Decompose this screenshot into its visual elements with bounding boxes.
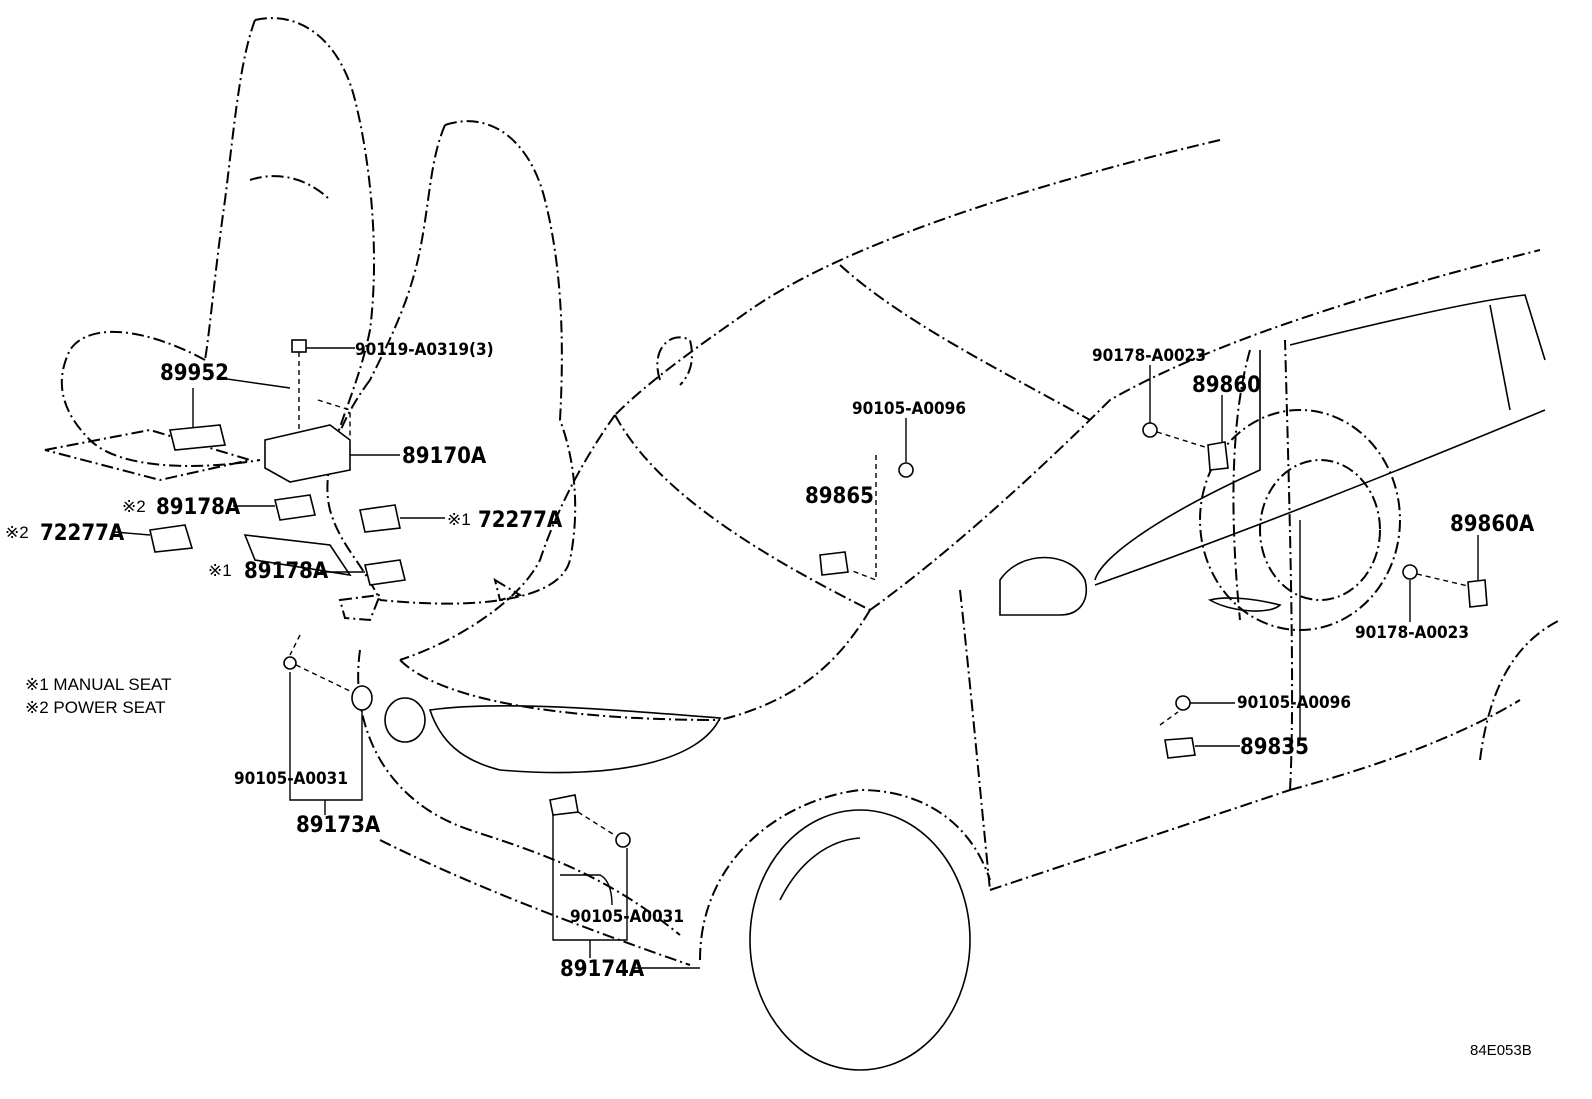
airbag-sensor-module bbox=[264, 424, 351, 483]
bolt-90178-right bbox=[1402, 564, 1418, 580]
label-90178-a0023-top: 90178-A0023 bbox=[1092, 346, 1206, 366]
seat-legend: ※1 MANUAL SEAT ※2 POWER SEAT bbox=[25, 675, 172, 717]
part-89835 bbox=[1164, 737, 1196, 759]
label-90105-a0096-top: 90105-A0096 bbox=[852, 399, 966, 419]
seat-outline-front bbox=[326, 120, 577, 622]
part-89865 bbox=[819, 551, 849, 576]
label-89178A-upper: 89178A bbox=[156, 495, 241, 520]
label-90105-a0031-left: 90105-A0031 bbox=[234, 769, 348, 789]
label-89178A-lower: 89178A bbox=[244, 559, 329, 584]
mark-manual-seat-lower: ※1 bbox=[208, 561, 232, 580]
mark-power-seat-upper: ※2 bbox=[122, 497, 146, 516]
label-89865: 89865 bbox=[805, 484, 874, 509]
part-89860 bbox=[1207, 441, 1229, 471]
part-72277A-right bbox=[359, 504, 401, 533]
legend-power-seat: ※2 POWER SEAT bbox=[25, 698, 166, 717]
label-89835: 89835 bbox=[1240, 735, 1309, 760]
mark-manual-seat-right: ※1 bbox=[447, 510, 471, 529]
label-89860A: 89860A bbox=[1450, 512, 1535, 537]
seat-outline-rear bbox=[44, 17, 375, 482]
bolt-90105-a0096-mid bbox=[1175, 695, 1191, 711]
mark-power-seat-left: ※2 bbox=[5, 523, 29, 542]
legend-manual-seat: ※1 MANUAL SEAT bbox=[25, 675, 172, 694]
label-72277A-left: 72277A bbox=[40, 521, 125, 546]
diagram-code: 84E053B bbox=[1470, 1042, 1532, 1059]
label-89860: 89860 bbox=[1192, 373, 1261, 398]
label-90178-a0023-right: 90178-A0023 bbox=[1355, 623, 1469, 643]
part-89178A-upper bbox=[274, 494, 316, 521]
part-89173A bbox=[351, 685, 373, 711]
label-89952: 89952 bbox=[160, 361, 229, 386]
part-labels: 90119-A0319(3) 89952 89170A ※2 89178A ※2… bbox=[5, 340, 1535, 982]
bolt-90119 bbox=[291, 339, 307, 353]
label-89173A: 89173A bbox=[296, 813, 381, 838]
part-89174A bbox=[549, 794, 579, 816]
part-89178A-lower bbox=[364, 559, 406, 586]
label-90105-a0031-mid: 90105-A0031 bbox=[570, 907, 684, 927]
vehicle-outline bbox=[357, 139, 1561, 1071]
part-72277A-left bbox=[149, 524, 194, 553]
label-90105-a0096-mid: 90105-A0096 bbox=[1237, 693, 1351, 713]
bolt-90105-a0031-mid bbox=[615, 832, 631, 848]
label-90119-a0319: 90119-A0319(3) bbox=[355, 340, 494, 360]
label-72277A-right: 72277A bbox=[478, 508, 563, 533]
bolt-90105-a0031-left bbox=[283, 656, 297, 670]
bolt-90178-top bbox=[1142, 422, 1158, 438]
part-89952 bbox=[168, 424, 227, 451]
label-89170A: 89170A bbox=[402, 444, 487, 469]
leader-lines bbox=[114, 347, 1479, 969]
part-89860A bbox=[1467, 579, 1488, 608]
parts bbox=[149, 339, 1488, 848]
label-89174A: 89174A bbox=[560, 957, 645, 982]
bolt-90105-a0096-top bbox=[898, 462, 914, 478]
